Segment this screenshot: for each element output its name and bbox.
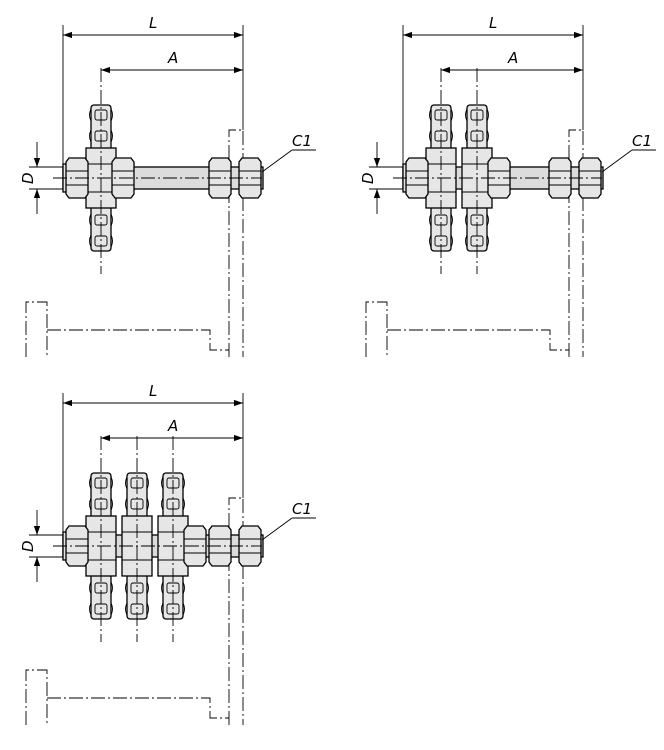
dimension-A-label: A xyxy=(507,49,518,67)
dimension-D-label: D xyxy=(359,172,377,184)
figure-single-sprocket: LA D C1 xyxy=(19,14,316,357)
chain-C1-label: C1 xyxy=(292,132,312,150)
dimension-D-label: D xyxy=(19,540,37,552)
leader-C1 xyxy=(601,149,633,173)
dimension-L-label: L xyxy=(489,14,497,32)
leader-C1 xyxy=(261,517,293,541)
frame-outline xyxy=(25,497,244,725)
figure-double-sprocket: LA D C1 xyxy=(359,14,656,357)
dimension-L-label: L xyxy=(149,14,157,32)
frame-outline xyxy=(25,129,244,357)
figure-triple-sprocket: LA D C1 xyxy=(19,382,316,725)
leader-C1 xyxy=(261,149,293,173)
frame-outline xyxy=(365,129,584,357)
dimension-A-label: A xyxy=(167,417,178,435)
chain-C1-label: C1 xyxy=(632,132,652,150)
hex-nut xyxy=(238,157,262,199)
hex-nut xyxy=(238,525,262,567)
dimension-A-label: A xyxy=(167,49,178,67)
dimension-L-label: L xyxy=(149,382,157,400)
dimension-D-label: D xyxy=(19,172,37,184)
hex-nut xyxy=(578,157,602,199)
chain-C1-label: C1 xyxy=(292,500,312,518)
